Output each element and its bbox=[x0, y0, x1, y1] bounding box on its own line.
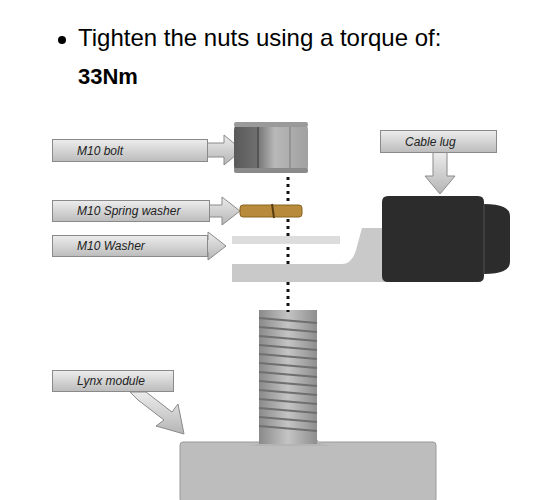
callout-box: M10 Washer bbox=[52, 235, 208, 257]
callout-label: Lynx module bbox=[53, 374, 145, 388]
thread-line bbox=[259, 381, 317, 386]
instruction-text: Tighten the nuts using a torque of: bbox=[78, 24, 441, 52]
thread-line bbox=[259, 390, 317, 395]
washer bbox=[232, 236, 340, 244]
callout-label: M10 bolt bbox=[53, 144, 123, 158]
thread-line bbox=[259, 426, 317, 431]
callout-box: M10 bolt bbox=[52, 139, 208, 162]
callout-arrow bbox=[206, 232, 226, 260]
callout-label: M10 Spring washer bbox=[53, 204, 180, 218]
thread-line bbox=[259, 372, 317, 377]
thread-line bbox=[259, 399, 317, 404]
lynx-module bbox=[180, 442, 436, 500]
thread-line bbox=[259, 408, 317, 413]
callout-label: Cable lug bbox=[381, 135, 456, 149]
thread-line bbox=[259, 345, 317, 350]
callout-arrow bbox=[130, 392, 184, 434]
callout-box: M10 Spring washer bbox=[52, 200, 210, 222]
thread-line bbox=[259, 417, 317, 422]
callout-arrow bbox=[206, 197, 240, 225]
callout-arrow bbox=[425, 152, 455, 194]
callout-label: M10 Washer bbox=[53, 239, 145, 253]
bullet bbox=[58, 36, 66, 44]
lug-plate bbox=[232, 228, 392, 282]
threaded-stud bbox=[259, 310, 317, 444]
spring-washer bbox=[240, 205, 302, 217]
thread-line bbox=[259, 318, 317, 323]
thread-line bbox=[259, 363, 317, 368]
thread-line bbox=[259, 336, 317, 341]
callout-box: Cable lug bbox=[380, 130, 497, 153]
thread-line bbox=[259, 354, 317, 359]
hex-nut bbox=[234, 124, 308, 172]
lug-sleeve bbox=[382, 196, 510, 282]
callout-box: Lynx module bbox=[52, 370, 174, 392]
torque-value: 33Nm bbox=[78, 64, 138, 90]
thread-line bbox=[259, 327, 317, 332]
